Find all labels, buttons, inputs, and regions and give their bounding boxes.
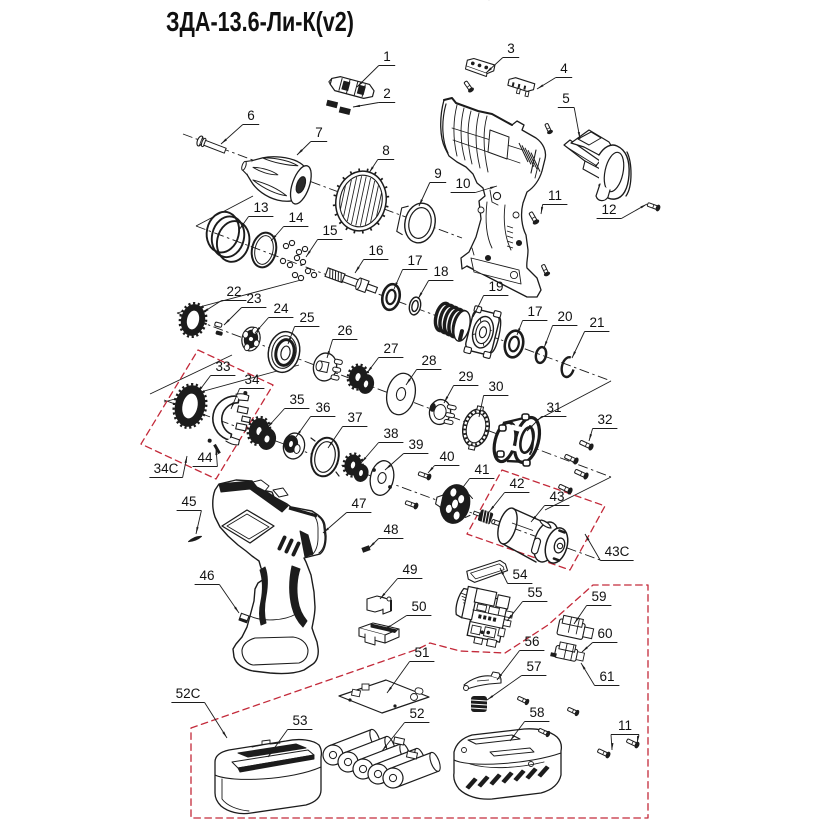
svg-text:17: 17 — [407, 253, 422, 268]
svg-text:34: 34 — [244, 372, 260, 387]
svg-text:37: 37 — [347, 410, 362, 425]
svg-text:3: 3 — [507, 41, 515, 56]
svg-text:61: 61 — [599, 669, 614, 684]
svg-text:33: 33 — [215, 359, 230, 374]
svg-text:27: 27 — [383, 341, 398, 356]
svg-text:18: 18 — [433, 264, 448, 279]
svg-text:49: 49 — [402, 562, 417, 577]
svg-text:23: 23 — [246, 291, 261, 306]
svg-text:7: 7 — [315, 125, 323, 140]
svg-text:46: 46 — [199, 568, 214, 583]
svg-text:ЗДА-13.6-Ли-К(v2): ЗДА-13.6-Ли-К(v2) — [166, 6, 354, 37]
svg-text:28: 28 — [421, 353, 436, 368]
svg-text:15: 15 — [322, 223, 337, 238]
svg-text:11: 11 — [548, 188, 562, 203]
svg-text:44: 44 — [197, 450, 213, 465]
svg-text:54: 54 — [512, 567, 528, 582]
svg-text:31: 31 — [546, 400, 561, 415]
svg-text:48: 48 — [383, 522, 398, 537]
svg-text:10: 10 — [455, 176, 470, 191]
svg-text:51: 51 — [414, 645, 429, 660]
svg-text:41: 41 — [474, 462, 489, 477]
svg-text:38: 38 — [383, 426, 398, 441]
svg-text:53: 53 — [292, 713, 307, 728]
svg-text:45: 45 — [181, 494, 196, 509]
svg-text:6: 6 — [247, 108, 255, 123]
svg-text:4: 4 — [560, 61, 568, 76]
svg-text:16: 16 — [368, 243, 383, 258]
svg-text:30: 30 — [488, 379, 503, 394]
svg-text:35: 35 — [289, 392, 304, 407]
svg-text:25: 25 — [299, 310, 314, 325]
svg-text:9: 9 — [434, 166, 442, 181]
svg-text:5: 5 — [562, 91, 570, 106]
svg-text:1: 1 — [383, 49, 391, 64]
svg-text:50: 50 — [411, 599, 426, 614]
svg-text:29: 29 — [458, 369, 473, 384]
svg-text:21: 21 — [589, 315, 604, 330]
svg-text:17: 17 — [527, 304, 542, 319]
svg-text:34C: 34C — [154, 461, 179, 476]
svg-text:40: 40 — [439, 449, 454, 464]
svg-text:19: 19 — [488, 279, 503, 294]
svg-text:39: 39 — [408, 437, 423, 452]
svg-text:52C: 52C — [176, 686, 201, 701]
svg-text:22: 22 — [226, 284, 241, 299]
svg-text:2: 2 — [383, 86, 391, 101]
svg-text:20: 20 — [557, 309, 572, 324]
svg-text:24: 24 — [273, 301, 289, 316]
svg-text:58: 58 — [529, 705, 544, 720]
svg-text:32: 32 — [597, 412, 612, 427]
svg-text:13: 13 — [253, 200, 268, 215]
svg-text:57: 57 — [526, 659, 541, 674]
svg-text:12: 12 — [601, 202, 616, 217]
svg-text:42: 42 — [509, 476, 524, 491]
svg-text:52: 52 — [409, 706, 424, 721]
svg-text:14: 14 — [288, 210, 304, 225]
svg-text:8: 8 — [382, 143, 390, 158]
svg-text:56: 56 — [524, 634, 539, 649]
svg-text:55: 55 — [527, 585, 542, 600]
svg-text:43C: 43C — [605, 544, 630, 559]
svg-text:11: 11 — [618, 718, 632, 733]
svg-text:36: 36 — [315, 400, 330, 415]
svg-text:47: 47 — [351, 496, 366, 511]
svg-text:43: 43 — [549, 489, 564, 504]
svg-text:59: 59 — [591, 589, 606, 604]
svg-text:26: 26 — [337, 323, 352, 338]
svg-text:60: 60 — [597, 626, 612, 641]
